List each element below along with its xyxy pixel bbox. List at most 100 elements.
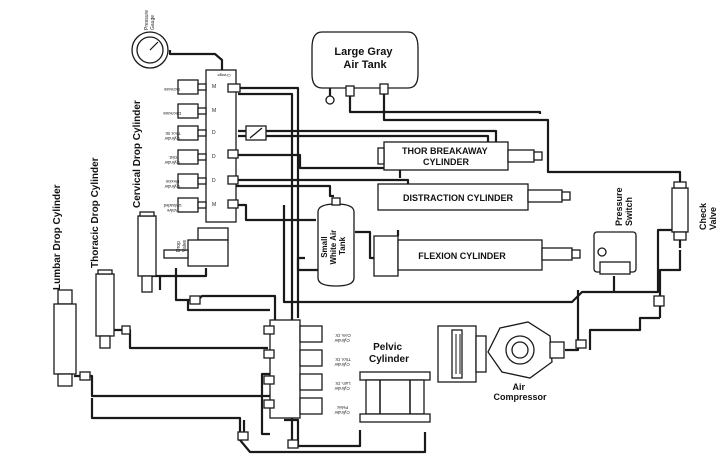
compressor-label: Air Compressor xyxy=(493,382,547,402)
drop-valve: Drop Valve xyxy=(163,227,229,267)
lower-valve-manifold: Cerv. Dr. Cylinder Thor. Dr. Cylinder Lu… xyxy=(263,319,351,419)
lower-label-cerv: Cerv. Dr. Cylinder xyxy=(333,333,350,343)
thoracic-cylinder-body xyxy=(95,273,115,337)
valve-label-dist: Dist. Cylinder xyxy=(164,155,180,165)
pipe-distraction xyxy=(236,153,402,178)
pipe-lower-2 xyxy=(186,300,270,312)
cervical-cylinder-rod xyxy=(141,275,153,293)
connector xyxy=(197,177,207,185)
tank-drain-fitting xyxy=(325,95,335,105)
drop-valve-top xyxy=(197,227,229,241)
pipe-switch-to-compressor xyxy=(565,290,580,352)
port-letter: D xyxy=(212,154,216,160)
pipe-lower-manifold-side xyxy=(260,372,275,436)
lower-label-thor: Thor. Dr. Cylinder xyxy=(333,357,350,367)
thor-cylinder-end xyxy=(533,151,543,161)
pressure-gauge-label: Pressure Gauge xyxy=(144,9,156,30)
check-valve-label: Check Valve xyxy=(698,200,718,230)
compressor-outlet xyxy=(549,341,565,359)
port-letter: D xyxy=(212,178,216,184)
fitting xyxy=(227,199,239,209)
fitting xyxy=(653,295,665,307)
port-letter: D xyxy=(212,130,216,136)
fitting xyxy=(79,371,91,381)
inline-filter xyxy=(245,125,267,141)
pipe-check-down xyxy=(658,250,682,318)
distraction-cylinder-rod xyxy=(527,189,563,203)
pipe-unloader xyxy=(236,203,316,222)
thor-cylinder-body xyxy=(383,141,509,171)
pipe-check-to-compressor xyxy=(588,316,660,350)
small-tank-fitting xyxy=(331,197,341,206)
cervical-drop-cylinder: Cervical Drop Cylinder xyxy=(132,100,157,293)
pressure-gauge: Pressure Gauge xyxy=(131,9,169,69)
flexion-cylinder-end xyxy=(571,249,581,259)
pressure-switch: Pressure Switch xyxy=(593,185,637,275)
lower-manifold-body xyxy=(269,319,301,419)
large-tank-label: Large Gray Air Tank xyxy=(334,46,395,71)
pelvic-cylinder-body xyxy=(365,379,425,415)
distraction-cylinder-end xyxy=(561,191,571,201)
lower-valve-lum xyxy=(299,373,323,391)
fitting xyxy=(237,431,249,441)
lower-label-pelvic: Pelvic Cylinder xyxy=(334,405,350,415)
manifold-header-label: Charge xyxy=(217,73,231,78)
lumbar-cylinder-rod xyxy=(57,373,73,387)
thoracic-drop-label: Thoracic Drop Cylinder xyxy=(90,157,101,268)
connector xyxy=(197,201,207,209)
cervical-drop-label: Cervical Drop Cylinder xyxy=(132,100,143,208)
tank-fitting xyxy=(379,83,389,95)
compressor-head-center xyxy=(511,341,529,359)
fitting xyxy=(227,149,239,159)
lower-valve-thor xyxy=(299,349,323,367)
thor-breakaway-cylinder: THOR BREAKAWAY CYLINDER xyxy=(377,141,543,171)
lumbar-cylinder-top xyxy=(57,289,73,305)
pipe-small-tank-bottom xyxy=(296,256,320,272)
distraction-cylinder-body xyxy=(377,183,529,211)
lower-valve-pelvic xyxy=(299,397,323,415)
lumbar-drop-cylinder: Lumbar Drop Cylinder xyxy=(52,184,77,387)
lower-label-lum: Lum. Dr. Cylinder xyxy=(334,381,351,391)
lower-valve-cerv xyxy=(299,325,323,343)
fitting xyxy=(121,325,131,335)
pressure-switch-label: Pressure Switch xyxy=(614,185,634,226)
fitting xyxy=(263,349,275,359)
valve-label-unloader: Unloaded Valve xyxy=(162,203,181,213)
top-manifold-body xyxy=(205,69,237,223)
cervical-cylinder-cap xyxy=(139,211,155,217)
pipe-drop-valve-down xyxy=(158,268,208,290)
drop-valve-stem xyxy=(163,249,189,259)
drop-valve-body xyxy=(187,239,229,267)
fitting xyxy=(287,439,299,449)
fitting xyxy=(227,175,239,185)
connector xyxy=(197,129,207,137)
tank-outlet-pipe xyxy=(348,86,542,114)
gauge-needle-icon xyxy=(149,41,159,51)
pelvic-label: Pelvic Cylinder xyxy=(369,342,409,365)
valve-block-dist xyxy=(177,149,199,165)
thor-breakaway-label: THOR BREAKAWAY CYLINDER xyxy=(402,146,490,167)
drop-valve-label: Drop Valve xyxy=(176,240,188,252)
connector xyxy=(197,153,207,161)
check-valve-cap xyxy=(673,181,687,189)
pipe-thoracic xyxy=(112,328,268,350)
large-tank-body xyxy=(311,31,419,89)
port-letter: M xyxy=(212,108,216,114)
thor-cylinder-rod xyxy=(507,149,535,163)
valve-label-increase: Increase xyxy=(163,87,180,92)
compressor-fins xyxy=(451,329,463,379)
flexion-cylinder: FLEXION CYLINDER xyxy=(373,235,581,277)
check-valve: Check Valve xyxy=(671,181,718,241)
tank-fitting xyxy=(345,85,355,97)
tank-to-check-valve xyxy=(382,84,682,185)
port-letter: M xyxy=(212,84,216,90)
pipe-lumbar xyxy=(74,374,270,398)
gauge-pipe xyxy=(168,50,224,70)
air-compressor: Air Compressor xyxy=(437,321,565,402)
pelvic-cylinder-top-plate xyxy=(359,371,431,381)
valve-label-flexion: Flexion Cylinder xyxy=(164,179,180,189)
connector xyxy=(197,107,207,115)
pipe-pelvic-bottom-2 xyxy=(284,418,300,446)
filter-slash-icon xyxy=(249,127,263,139)
pelvic-cylinder-bottom-plate xyxy=(359,413,431,423)
